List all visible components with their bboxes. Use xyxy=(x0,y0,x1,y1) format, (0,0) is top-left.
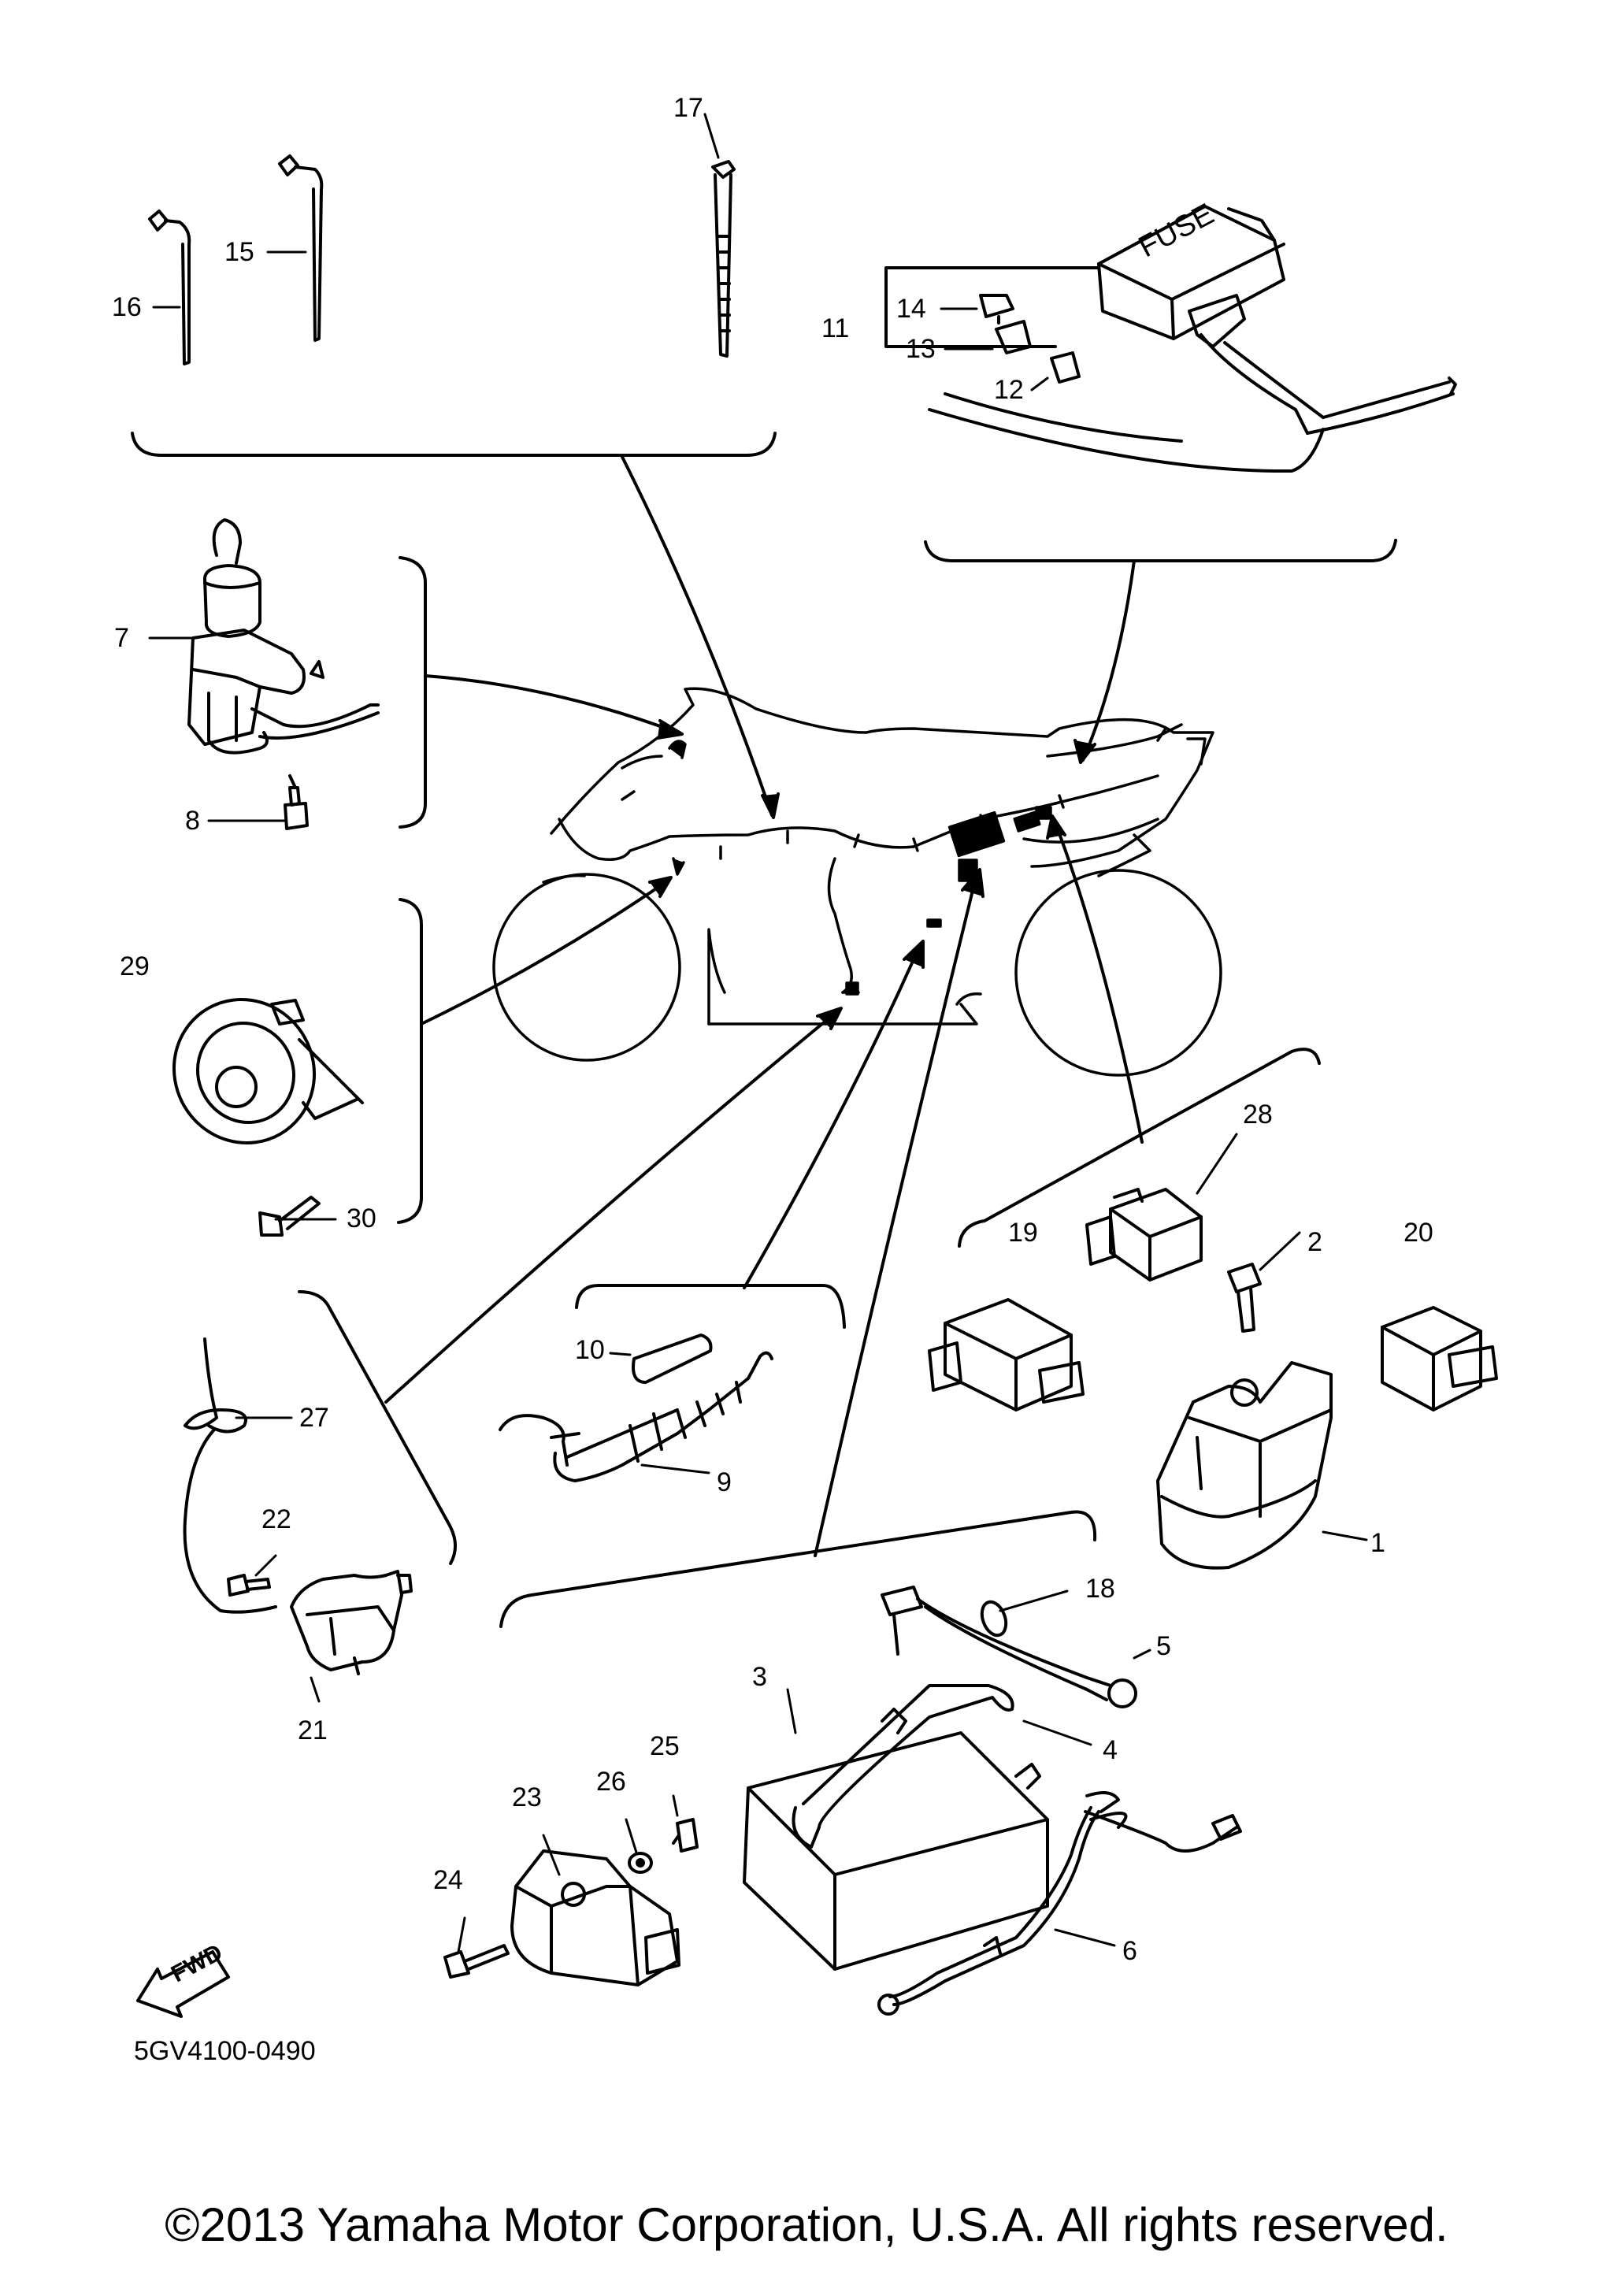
callout-15: 15 xyxy=(224,237,254,267)
callout-13: 13 xyxy=(906,334,936,364)
screw-part-8 xyxy=(284,774,309,830)
bracket-ignition xyxy=(399,556,427,829)
leader-relays xyxy=(1052,818,1144,1144)
fuse-box-part-11 xyxy=(884,205,1457,473)
callout-24: 24 xyxy=(433,1865,463,1895)
copyright-notice: ©2013 Yamaha Motor Corporation, U.S.A. A… xyxy=(165,2198,1448,2251)
callout-14: 14 xyxy=(896,294,926,324)
callout-12: 12 xyxy=(994,375,1024,405)
callout-4: 4 xyxy=(1103,1735,1118,1765)
relay-part-20 xyxy=(1381,1306,1498,1411)
horn-part-29 xyxy=(172,997,364,1145)
bracket-sensor xyxy=(575,1284,846,1329)
callout-6: 6 xyxy=(1122,1936,1137,1966)
leader-top-left xyxy=(621,455,773,817)
callout-21: 21 xyxy=(298,1716,328,1745)
callout-11: 11 xyxy=(821,313,850,343)
callout-16: 16 xyxy=(112,292,142,322)
bracket-top-left xyxy=(131,432,777,457)
callout-18: 18 xyxy=(1085,1574,1115,1604)
relay-part-28 xyxy=(1085,1188,1203,1282)
motorcycle-outline xyxy=(492,687,1222,1077)
leader-fuse xyxy=(1081,559,1136,762)
leader-battery xyxy=(814,873,978,1557)
switch-part-9 xyxy=(499,1351,773,1482)
cable-tie-part-17 xyxy=(711,160,736,358)
bracket-battery xyxy=(499,1510,1097,1628)
bracket-fuse xyxy=(924,539,1397,562)
bolt-part-30 xyxy=(258,1196,321,1237)
drawing-code: 5GV4100-0490 xyxy=(134,2036,316,2066)
battery-band-part-4 xyxy=(792,1684,1014,1849)
callout-1: 1 xyxy=(1370,1528,1385,1558)
cap-part-10 xyxy=(632,1333,713,1384)
callout-27: 27 xyxy=(299,1403,329,1433)
callout-10: 10 xyxy=(575,1335,605,1365)
main-switch-part-7 xyxy=(187,518,380,755)
callout-9: 9 xyxy=(717,1467,732,1497)
clip-part-25 xyxy=(672,1818,699,1853)
callout-leaders xyxy=(148,113,1368,1953)
callout-23: 23 xyxy=(512,1782,542,1812)
leader-sidestand xyxy=(384,1011,838,1404)
lead-wire-part-5 xyxy=(881,1586,1137,1708)
battery-cable-part-6 xyxy=(877,1791,1242,2016)
starter-relay-part-1 xyxy=(1156,1361,1333,1570)
band-part-16 xyxy=(148,210,191,365)
callout-17: 17 xyxy=(673,93,703,123)
rectifier-part-23 xyxy=(510,1849,680,1986)
bracket-relays xyxy=(958,1048,1321,1248)
callout-8: 8 xyxy=(185,806,200,836)
bracket-horn xyxy=(397,898,423,1224)
callout-29: 29 xyxy=(120,951,150,981)
washer-part-26 xyxy=(628,1852,653,1874)
clamp-part-18 xyxy=(980,1600,1008,1638)
bracket-sidestand xyxy=(298,1290,457,1565)
callout-3: 3 xyxy=(752,1662,767,1692)
fwd-arrow xyxy=(136,1950,230,2018)
sidestand-switch-part-21 xyxy=(290,1570,413,1675)
relay-part-19 xyxy=(928,1298,1085,1411)
bolt-part-24 xyxy=(443,1944,510,1979)
callout-26: 26 xyxy=(596,1767,626,1797)
callout-30: 30 xyxy=(347,1204,376,1233)
battery-part-3 xyxy=(743,1708,1049,1971)
callout-20: 20 xyxy=(1403,1218,1433,1248)
screw-part-2 xyxy=(1227,1263,1262,1333)
callout-25: 25 xyxy=(650,1731,680,1761)
leader-horn xyxy=(420,879,669,1026)
callout-5: 5 xyxy=(1156,1631,1171,1661)
callout-7: 7 xyxy=(114,623,129,653)
leader-sensor xyxy=(743,944,921,1289)
leader-ignition xyxy=(424,674,679,734)
callout-22: 22 xyxy=(261,1504,291,1534)
bolt-part-22 xyxy=(227,1574,271,1597)
callout-19: 19 xyxy=(1008,1218,1038,1248)
callout-2: 2 xyxy=(1307,1227,1322,1257)
band-part-15 xyxy=(278,154,324,342)
callout-28: 28 xyxy=(1243,1100,1273,1129)
clamp-part-27 xyxy=(183,1337,277,1614)
